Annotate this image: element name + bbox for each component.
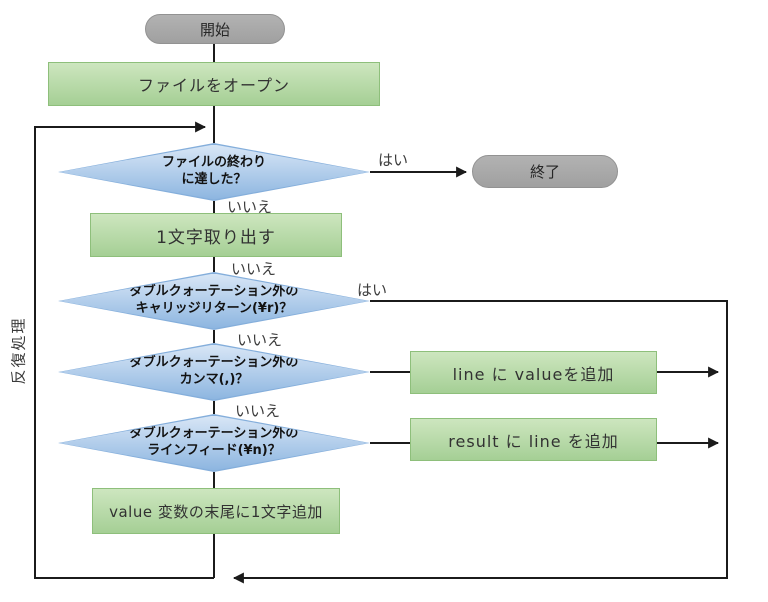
process-append-value-to-line: line に valueを追加 — [410, 351, 657, 394]
terminal-start-label: 開始 — [199, 20, 230, 39]
loop-region-label: 反復処理 — [0, 311, 50, 389]
decision-end-of-file-label: ファイルの終わり に達した？ — [161, 155, 266, 187]
process-read-one-char-label: 1文字取り出す — [156, 227, 276, 248]
terminal-start: 開始 — [145, 14, 285, 44]
branch-label-yes-cr: はい — [357, 281, 388, 299]
branch-label-no-eof: いいえ — [227, 198, 273, 216]
decision-carriage-return-label: ダブルクォーテーション外の キャリッジリターン(¥r)？ — [129, 284, 299, 316]
decision-line-feed-label: ダブルクォーテーション外の ラインフィード(¥n)？ — [129, 426, 299, 458]
loop-region-label-text: 反復処理 — [9, 315, 28, 385]
process-open-file: ファイルをオープン — [48, 62, 380, 106]
branch-label-no-after-read: いいえ — [231, 260, 277, 278]
terminal-end: 終了 — [472, 155, 618, 188]
process-append-line-to-result-label: result に line を追加 — [448, 431, 619, 451]
branch-label-no-comma: いいえ — [235, 402, 281, 420]
edge-loop-back — [34, 121, 214, 579]
process-open-file-label: ファイルをオープン — [137, 76, 291, 95]
process-append-line-to-result: result に line を追加 — [410, 418, 657, 461]
process-append-char-to-value: value 変数の末尾に1文字追加 — [92, 488, 340, 534]
process-append-char-to-value-label: value 変数の末尾に1文字追加 — [109, 502, 323, 521]
process-append-value-to-line-label: line に valueを追加 — [452, 364, 615, 384]
branch-label-no-cr: いいえ — [237, 331, 283, 349]
process-read-one-char: 1文字取り出す — [90, 213, 342, 257]
terminal-end-label: 終了 — [529, 163, 560, 181]
branch-label-yes-eof: はい — [378, 151, 409, 169]
decision-comma-label: ダブルクォーテーション外の カンマ(,)？ — [129, 355, 299, 387]
edge-cr-yes-rightrail-to-bottom — [232, 300, 728, 584]
